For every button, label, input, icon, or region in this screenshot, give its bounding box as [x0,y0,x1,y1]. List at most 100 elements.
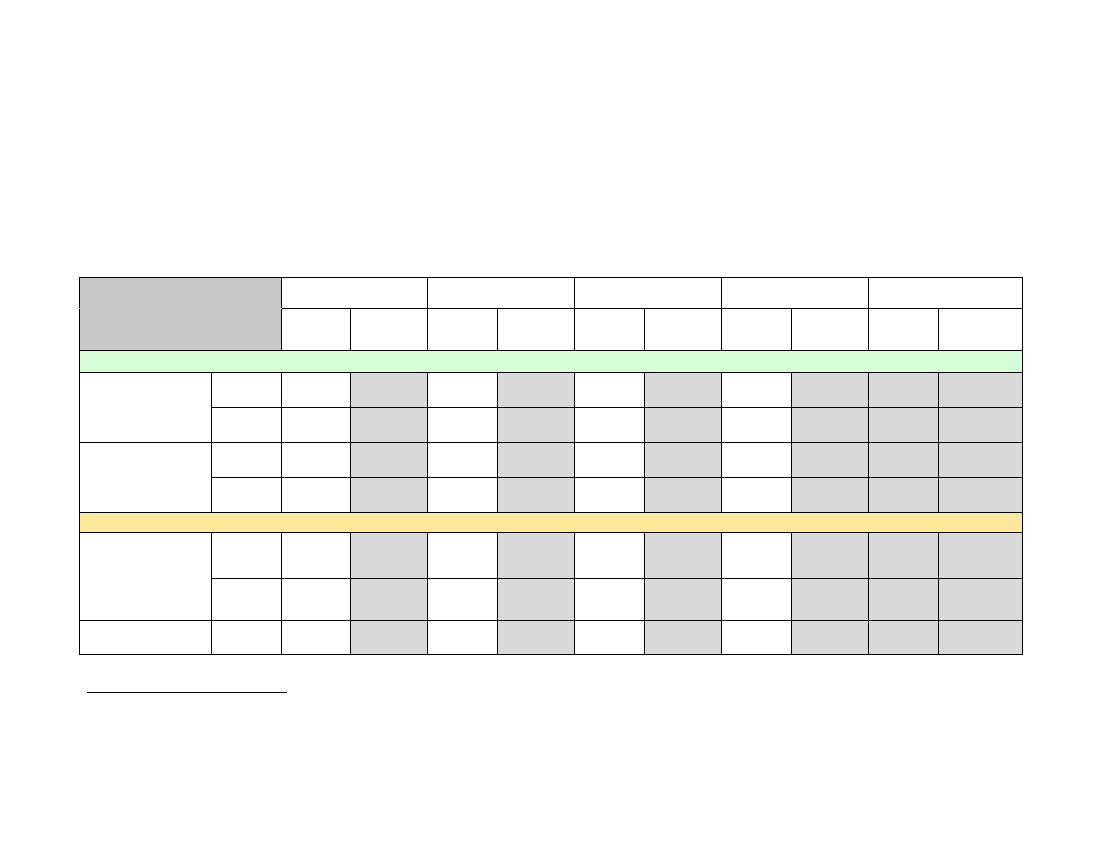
table-cell-shaded [938,407,1023,443]
table-cell [427,578,498,621]
row-sub-label [211,372,282,408]
sub-column-header [868,308,939,351]
section-heading [79,350,1023,373]
table-cell [721,578,792,621]
row-sub-label [211,578,282,621]
table-cell-shaded [350,442,428,478]
table-row [79,372,1023,443]
table-cell [427,532,498,579]
sub-column-header [574,308,645,351]
row-group-label [79,442,212,513]
table-cell-shaded [350,532,428,579]
table-cell [721,442,792,478]
sub-column-header [791,308,869,351]
table-cell-shaded [868,578,939,621]
table-cell [574,578,645,621]
table-cell-shaded [497,532,575,579]
column-group-header [868,277,1023,309]
table-row [80,477,1023,513]
table-row [79,620,1023,655]
table-cell-shaded [497,372,575,408]
table-cell-shaded [350,578,428,621]
table-row [79,532,1023,621]
table-cell [721,407,792,443]
corner-header-cell-lower [79,308,282,351]
table-cell-shaded [644,442,722,478]
section-heading [79,512,1023,533]
table-cell-shaded [497,442,575,478]
table-cell [427,372,498,408]
table-cell [574,620,645,655]
table-cell-shaded [868,477,939,513]
table-cell-shaded [791,532,869,579]
sub-column-header [350,308,428,351]
table-cell-shaded [938,372,1023,408]
corner-header-cell [79,277,282,309]
table-cell [281,442,351,478]
table-cell [281,620,351,655]
table-cell-shaded [868,372,939,408]
table-cell-shaded [791,442,869,478]
table-cell [574,372,645,408]
table-cell-shaded [868,532,939,579]
table-cell-shaded [791,407,869,443]
section-band-yellow [79,512,1023,533]
table-cell [427,442,498,478]
column-group-header [721,277,869,309]
table-cell [281,532,351,579]
table-cell-shaded [938,442,1023,478]
column-group-header [574,277,722,309]
table-cell-shaded [644,532,722,579]
row-sub-label [211,620,282,655]
table-cell [281,407,351,443]
table-cell-shaded [791,477,869,513]
header-row-subcolumns [79,308,1023,351]
table-cell-shaded [791,578,869,621]
table-cell-shaded [644,578,722,621]
table-cell [427,620,498,655]
row-group-label [79,532,212,621]
table-cell-shaded [497,578,575,621]
table-cell-shaded [791,620,869,655]
table-cell [721,477,792,513]
table-cell [281,578,351,621]
table-cell [427,477,498,513]
table-row [79,442,1023,513]
table-cell-shaded [868,442,939,478]
table-cell [574,532,645,579]
row-sub-label [211,477,282,513]
sub-column-header [427,308,498,351]
table-cell-shaded [644,407,722,443]
row-group-label [79,620,212,655]
table-row [80,578,1023,621]
table-cell-shaded [938,532,1023,579]
table-cell [721,372,792,408]
table-cell-shaded [350,477,428,513]
sub-column-header [938,308,1023,351]
table-cell [721,620,792,655]
column-group-header [281,277,428,309]
table-cell [574,407,645,443]
row-sub-label [211,407,282,443]
column-group-header [427,277,575,309]
section-band-green [79,350,1023,373]
table-cell [281,372,351,408]
row-sub-label [211,442,282,478]
table-cell-shaded [644,620,722,655]
row-group-label [79,372,212,443]
table-cell-shaded [644,372,722,408]
table-row [80,407,1023,443]
sub-column-header [281,308,351,351]
table-cell-shaded [938,620,1023,655]
table-cell [427,407,498,443]
sub-column-header [644,308,722,351]
header-row-groups [79,277,1023,309]
table-cell [721,532,792,579]
table-cell-shaded [350,407,428,443]
table-cell-shaded [791,372,869,408]
sub-column-header [721,308,792,351]
table-cell-shaded [497,620,575,655]
table-cell [574,442,645,478]
table-cell-shaded [497,477,575,513]
table-cell-shaded [868,620,939,655]
